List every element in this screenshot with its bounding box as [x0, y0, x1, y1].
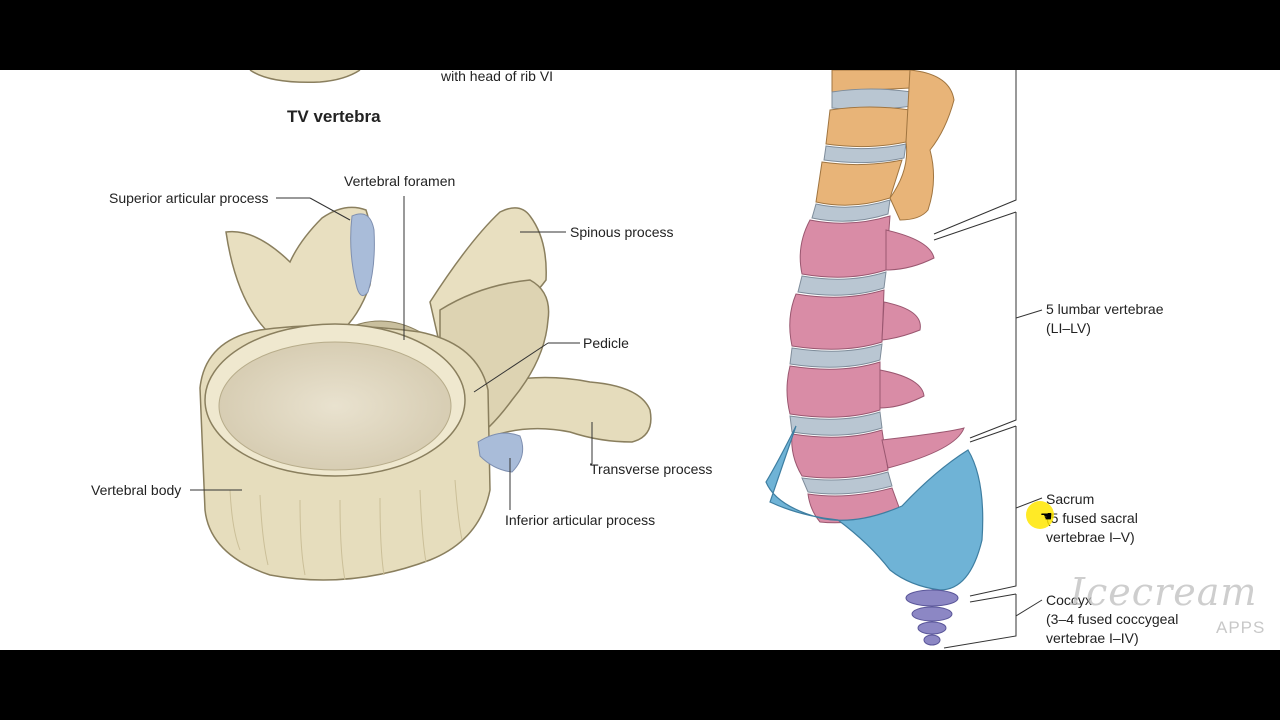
sacrum	[765, 425, 984, 591]
coccyx-label-line3: vertebrae I–IV)	[1046, 630, 1139, 646]
watermark-logo: Icecream	[1070, 570, 1258, 614]
label-superior-articular-process: Superior articular process	[109, 190, 269, 206]
sacrum-label-line3: vertebrae I–V)	[1046, 529, 1135, 545]
anatomy-slide: with head of rib VI TV vertebra Superior…	[0, 70, 1280, 650]
sacrum-label-line2: (5 fused sacral	[1046, 510, 1138, 526]
previous-vertebra-edge	[249, 70, 361, 83]
watermark-apps: APPS	[1216, 618, 1266, 637]
lumbar-vertebrae	[786, 215, 965, 524]
coccyx-label-line1: Coccyx	[1046, 592, 1092, 608]
lumbar-label-line2: (LI–LV)	[1046, 320, 1091, 336]
label-spinous-process: Spinous process	[570, 224, 674, 240]
body-striations	[229, 479, 463, 581]
vertebra-illustration	[190, 70, 652, 581]
label-sacrum: Sacrum (5 fused sacral vertebrae I–V)	[1046, 490, 1138, 547]
label-inferior-articular-process: Inferior articular process	[505, 512, 656, 528]
hand-cursor-icon: ☚	[1040, 508, 1053, 524]
thoracic-vertebrae	[811, 70, 955, 222]
top-caption: with head of rib VI	[441, 70, 554, 84]
cancellous-bone	[218, 341, 452, 471]
vertebral-column-illustration	[765, 70, 1043, 649]
label-vertebral-body: Vertebral body	[91, 482, 182, 498]
label-lumbar-vertebrae: 5 lumbar vertebrae (LI–LV)	[1046, 300, 1164, 338]
lumbar-label-line1: 5 lumbar vertebrae	[1046, 301, 1164, 317]
inferior-articular-facet	[477, 432, 524, 473]
coccyx-label-line2: (3–4 fused coccygeal	[1046, 611, 1179, 627]
superior-articular-left	[225, 206, 373, 333]
articular-facet	[350, 213, 375, 297]
label-transverse-process: Transverse process	[590, 461, 713, 477]
label-pedicle: Pedicle	[583, 335, 629, 351]
region-brackets	[933, 70, 1043, 649]
tv-vertebra-title: TV vertebra	[287, 107, 381, 126]
label-coccyx: Coccyx (3–4 fused coccygeal vertebrae I–…	[1046, 591, 1178, 648]
coccyx	[905, 589, 959, 646]
sacrum-label-line1: Sacrum	[1046, 491, 1095, 507]
leader-lines	[190, 196, 593, 510]
label-vertebral-foramen: Vertebral foramen	[344, 173, 456, 189]
cursor-highlight	[1026, 501, 1054, 529]
